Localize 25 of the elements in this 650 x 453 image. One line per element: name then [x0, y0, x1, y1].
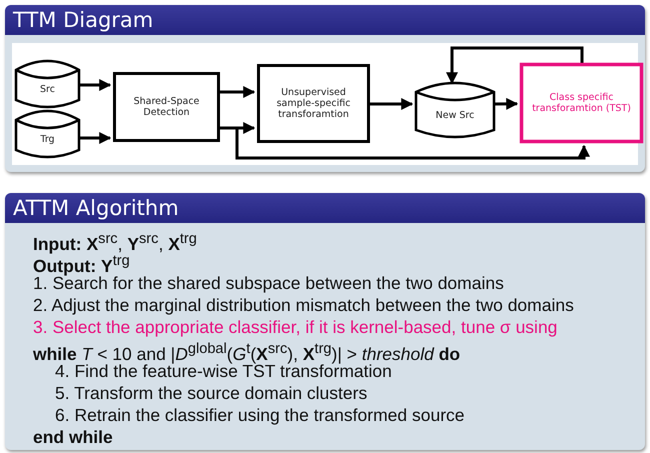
- process-box: Shared-Space Detection: [113, 72, 220, 142]
- arrow: [80, 132, 112, 144]
- algorithm-line: 2. Adjust the marginal distribution mismatch between the two domains: [33, 295, 574, 316]
- algorithm-line: Output: Y$^{trg}$: [33, 253, 130, 276]
- arrow: [446, 46, 584, 84]
- database-cylinder: New Src: [415, 80, 495, 140]
- arrow: [370, 98, 414, 110]
- algorithm-line: 3. Select the appropriate classifier, if it is kernel-based, tune σ using: [33, 317, 558, 338]
- process-box: Unsupervised sample-specific transforamtion: [257, 64, 370, 143]
- algorithm-line: while T < 10 and |D$^{global}$(G$^{t}$(X$^{src}$), X$^{trg}$)| > threshold do: [33, 340, 460, 364]
- arrow: [220, 86, 256, 98]
- database-cylinder: Src: [15, 58, 80, 110]
- database-cylinder: Trg: [15, 108, 80, 160]
- algorithm-line: 5. Transform the source domain clusters: [55, 383, 368, 404]
- algorithm-panel: [5, 193, 645, 450]
- highlighted-process-box: Class specific transforamtion (TST): [520, 63, 643, 143]
- algorithm-line: Input: X$^{src}$, Y$^{src}$, X$^{trg}$: [33, 230, 197, 255]
- panel-title: ATTM Algorithm: [5, 193, 645, 223]
- arrow: [220, 126, 590, 160]
- diagram-panel: [5, 5, 645, 172]
- arrow: [494, 98, 518, 110]
- algorithm-line: 6. Retrain the classifier using the transformed source: [55, 405, 464, 426]
- panel-title: TTM Diagram: [5, 5, 645, 35]
- algorithm-line: end while: [33, 427, 113, 448]
- arrow: [80, 79, 112, 92]
